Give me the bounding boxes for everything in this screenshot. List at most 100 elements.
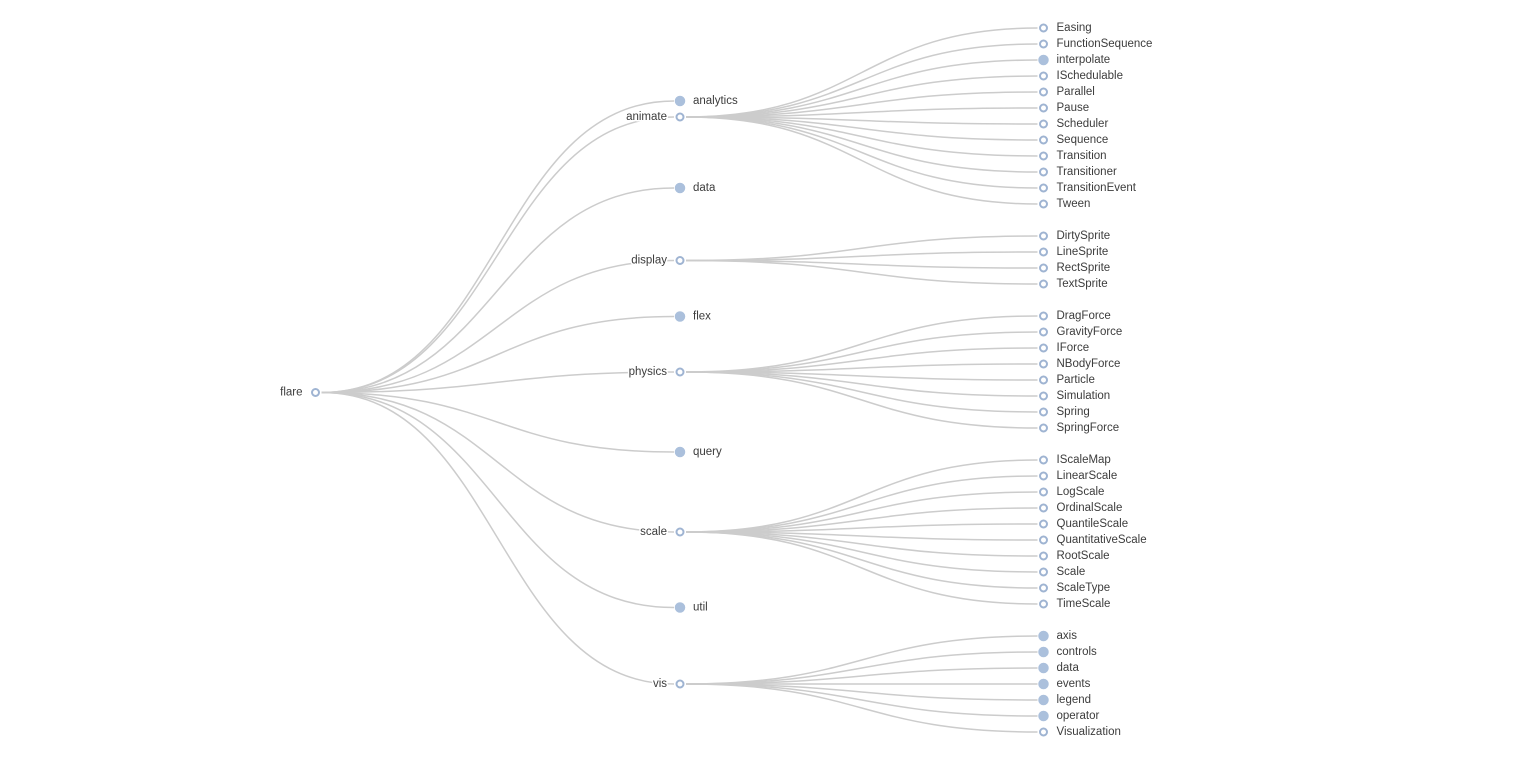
- node-label-scaletype[interactable]: ScaleType: [1055, 581, 1112, 596]
- node-label-quantitativescale[interactable]: QuantitativeScale: [1055, 533, 1148, 548]
- node-circle-timescale[interactable]: [1039, 599, 1048, 609]
- node-label-scale[interactable]: scale: [639, 525, 669, 540]
- node-circle-query[interactable]: [674, 446, 686, 458]
- node-circle-easing[interactable]: [1039, 23, 1048, 33]
- node-circle-animate[interactable]: [675, 112, 685, 122]
- node-label-parallel[interactable]: Parallel: [1055, 85, 1096, 100]
- node-circle-iforce[interactable]: [1039, 343, 1048, 353]
- node-circle-scale[interactable]: [675, 527, 685, 537]
- node-circle-legend[interactable]: [1038, 694, 1049, 706]
- node-circle-logscale[interactable]: [1039, 487, 1048, 497]
- node-label-springforce[interactable]: SpringForce: [1055, 421, 1121, 436]
- node-label-linesprite[interactable]: LineSprite: [1055, 245, 1110, 260]
- node-circle-tween[interactable]: [1039, 199, 1048, 209]
- node-label-particle[interactable]: Particle: [1055, 373, 1096, 388]
- node-circle-visualization[interactable]: [1039, 727, 1048, 737]
- node-label-iforce[interactable]: IForce: [1055, 341, 1091, 356]
- node-circle-util[interactable]: [674, 602, 686, 613]
- node-circle-springforce[interactable]: [1039, 423, 1048, 433]
- node-label-operator[interactable]: operator: [1055, 709, 1101, 724]
- node-label-sequence[interactable]: Sequence: [1055, 133, 1110, 148]
- node-label-flex[interactable]: flex: [692, 309, 713, 324]
- node-label-dirtysprite[interactable]: DirtySprite: [1055, 229, 1112, 244]
- node-circle-nbodyforce[interactable]: [1039, 359, 1048, 369]
- node-circle-rectsprite[interactable]: [1039, 263, 1048, 273]
- node-circle-operator[interactable]: [1038, 710, 1049, 722]
- node-label-tween[interactable]: Tween: [1055, 197, 1092, 212]
- node-circle-transitioner[interactable]: [1039, 167, 1048, 177]
- node-circle-functionsequence[interactable]: [1039, 39, 1048, 49]
- node-label-iscalemap[interactable]: IScaleMap: [1055, 453, 1112, 468]
- node-label-transitionevent[interactable]: TransitionEvent: [1055, 181, 1138, 196]
- node-label-logscale[interactable]: LogScale: [1055, 485, 1106, 500]
- node-circle-rootscale[interactable]: [1039, 551, 1048, 561]
- node-circle-data[interactable]: [1038, 662, 1049, 674]
- node-label-rectsprite[interactable]: RectSprite: [1055, 261, 1112, 276]
- node-label-quantilescale[interactable]: QuantileScale: [1055, 517, 1130, 532]
- node-label-dragforce[interactable]: DragForce: [1055, 309, 1112, 324]
- node-circle-data[interactable]: [674, 182, 686, 194]
- node-label-util[interactable]: util: [692, 600, 710, 615]
- node-circle-analytics[interactable]: [674, 95, 686, 107]
- node-label-transitioner[interactable]: Transitioner: [1055, 165, 1118, 180]
- node-label-spring[interactable]: Spring: [1055, 405, 1091, 420]
- node-circle-ischedulable[interactable]: [1039, 71, 1048, 81]
- node-circle-transition[interactable]: [1039, 151, 1048, 161]
- node-circle-scale[interactable]: [1039, 567, 1048, 577]
- node-circle-vis[interactable]: [675, 679, 685, 689]
- node-label-interpolate[interactable]: interpolate: [1055, 53, 1112, 68]
- node-circle-sequence[interactable]: [1039, 135, 1048, 145]
- node-circle-physics[interactable]: [675, 367, 685, 377]
- node-label-data[interactable]: data: [692, 181, 718, 196]
- node-label-ordinalscale[interactable]: OrdinalScale: [1055, 501, 1124, 516]
- node-label-pause[interactable]: Pause: [1055, 101, 1091, 116]
- node-label-easing[interactable]: Easing: [1055, 21, 1093, 36]
- node-circle-parallel[interactable]: [1039, 87, 1048, 97]
- node-circle-controls[interactable]: [1038, 646, 1049, 658]
- node-circle-display[interactable]: [675, 256, 685, 265]
- node-label-ischedulable[interactable]: ISchedulable: [1055, 69, 1125, 84]
- node-label-analytics[interactable]: analytics: [692, 94, 740, 109]
- node-label-flare[interactable]: flare: [279, 385, 304, 400]
- node-label-animate[interactable]: animate: [625, 110, 669, 125]
- node-label-functionsequence[interactable]: FunctionSequence: [1055, 37, 1154, 52]
- node-circle-transitionevent[interactable]: [1039, 183, 1048, 193]
- node-label-linearscale[interactable]: LinearScale: [1055, 469, 1119, 484]
- node-circle-pause[interactable]: [1039, 103, 1048, 113]
- node-label-scheduler[interactable]: Scheduler: [1055, 117, 1110, 132]
- node-label-rootscale[interactable]: RootScale: [1055, 549, 1111, 564]
- node-label-vis[interactable]: vis: [651, 677, 668, 692]
- node-label-query[interactable]: query: [692, 445, 724, 460]
- node-circle-linesprite[interactable]: [1039, 247, 1048, 257]
- node-circle-gravityforce[interactable]: [1039, 327, 1048, 337]
- node-circle-particle[interactable]: [1039, 375, 1048, 385]
- node-circle-quantitativescale[interactable]: [1039, 535, 1048, 545]
- node-label-scale[interactable]: Scale: [1055, 565, 1087, 580]
- node-circle-dirtysprite[interactable]: [1039, 231, 1048, 241]
- node-circle-flex[interactable]: [674, 311, 686, 322]
- node-label-textsprite[interactable]: TextSprite: [1055, 277, 1109, 292]
- node-circle-axis[interactable]: [1038, 630, 1049, 642]
- node-circle-linearscale[interactable]: [1039, 471, 1048, 481]
- node-circle-simulation[interactable]: [1039, 391, 1048, 401]
- node-label-axis[interactable]: axis: [1055, 629, 1079, 644]
- node-label-controls[interactable]: controls: [1055, 645, 1099, 660]
- node-label-gravityforce[interactable]: GravityForce: [1055, 325, 1124, 340]
- node-label-physics[interactable]: physics: [627, 365, 669, 380]
- node-label-timescale[interactable]: TimeScale: [1055, 597, 1112, 612]
- node-circle-ordinalscale[interactable]: [1039, 503, 1048, 513]
- node-label-display[interactable]: display: [630, 253, 669, 268]
- node-circle-interpolate[interactable]: [1038, 54, 1049, 66]
- node-label-events[interactable]: events: [1055, 677, 1092, 692]
- node-circle-quantilescale[interactable]: [1039, 519, 1048, 529]
- node-label-legend[interactable]: legend: [1055, 693, 1093, 708]
- node-circle-textsprite[interactable]: [1039, 279, 1048, 289]
- node-label-nbodyforce[interactable]: NBodyForce: [1055, 357, 1122, 372]
- node-circle-iscalemap[interactable]: [1039, 455, 1048, 465]
- node-circle-scheduler[interactable]: [1039, 119, 1048, 129]
- node-label-simulation[interactable]: Simulation: [1055, 389, 1112, 404]
- node-circle-flare[interactable]: [311, 388, 320, 397]
- node-label-data[interactable]: data: [1055, 661, 1081, 676]
- node-circle-events[interactable]: [1038, 678, 1049, 690]
- node-label-visualization[interactable]: Visualization: [1055, 725, 1122, 740]
